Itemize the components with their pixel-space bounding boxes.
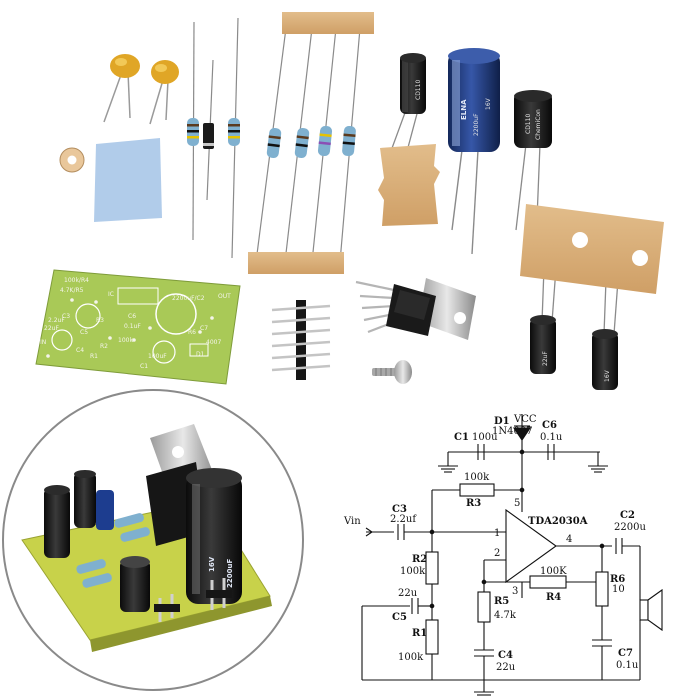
label-c6-value: 0.1u xyxy=(540,432,563,443)
label-r2-value: 100k xyxy=(400,566,426,577)
label-r6: R6 xyxy=(610,574,625,585)
label-c1-value: 100u xyxy=(472,432,498,443)
pcb-label: 100k xyxy=(118,337,133,344)
pcb-label: R2 xyxy=(100,343,108,350)
pcb-label: C3 xyxy=(62,313,70,320)
label-r6-value: 10 xyxy=(612,584,625,595)
label-c4-value: 22u xyxy=(496,662,516,673)
pcb-label: 4.7K/R5 xyxy=(60,287,84,294)
label-c4: C4 xyxy=(498,650,513,661)
label-r3-value: 100k xyxy=(464,472,490,483)
assembled-cap-value: 2200uF xyxy=(226,559,234,588)
pin-label: 3 xyxy=(512,586,518,597)
pcb-label: IN xyxy=(40,339,46,346)
pin-label: 1 xyxy=(494,528,500,539)
label-c7: C7 xyxy=(618,648,633,659)
label-r4: R4 xyxy=(546,592,561,603)
pin-header xyxy=(271,300,331,380)
circuit-schematic xyxy=(361,414,663,696)
label-vcc: VCC xyxy=(513,414,537,425)
label-c2-value: 2200u xyxy=(614,522,646,533)
label-c1: C1 xyxy=(454,432,469,443)
label-c3-value: 2.2uf xyxy=(390,514,417,525)
ceramic-capacitors xyxy=(103,54,179,125)
schematic-labels: D1 VCC 1N4007 C6 0.1u C1 100u 100k R3 C3… xyxy=(343,414,646,673)
pcb-label: C5 xyxy=(80,329,88,336)
label-vin: Vin xyxy=(343,516,361,527)
pin-label: 2 xyxy=(494,548,500,559)
pcb-label: 0.1uF xyxy=(124,323,141,330)
capacitor-large-blue: ELNA 2200uF 16V xyxy=(448,48,500,255)
label-r1-value: 100k xyxy=(398,652,424,663)
capacitor-small-black: CD110 xyxy=(378,53,440,226)
pcb-label: 100k/R4 xyxy=(64,277,89,284)
pcb-label: 2200uF/C2 xyxy=(172,295,205,302)
bottom-cap-b-voltage: 16V xyxy=(604,369,611,382)
pcb-label: R1 xyxy=(90,353,98,360)
bottom-cap-a-value: 22uF xyxy=(542,351,549,366)
big-cap-value: 2200uF xyxy=(473,113,480,136)
pcb-label: R6 xyxy=(188,329,196,336)
pcb-label: R3 xyxy=(96,317,104,324)
screw xyxy=(372,360,412,384)
tda2030a-chip xyxy=(355,278,476,340)
pcb-label: 4007 xyxy=(206,339,221,346)
label-c2: C2 xyxy=(620,510,635,521)
pcb-label: D1 xyxy=(196,351,205,358)
pcb-label: C4 xyxy=(76,347,84,354)
big-cap-voltage: 16V xyxy=(485,97,492,110)
medium-cap-code: CD110 xyxy=(525,114,532,134)
resistor-strip xyxy=(248,12,374,274)
label-ic: TDA2030A xyxy=(528,516,588,527)
assembled-board-inset: 2200uF 16V xyxy=(2,389,304,691)
pin-label: 4 xyxy=(566,534,572,545)
pcb-label: 22uF xyxy=(44,325,59,332)
label-d1-value: 1N4007 xyxy=(492,426,533,437)
label-r4-value: 100K xyxy=(540,566,567,577)
big-cap-brand: ELNA xyxy=(460,99,468,120)
label-c5: C5 xyxy=(392,612,407,623)
label-d1: D1 xyxy=(494,416,510,427)
pcb-label: C7 xyxy=(200,325,208,332)
pcb-label: C6 xyxy=(128,313,136,320)
bare-pcb: 100k/R4 4.7K/R5 2200uF/C2 OUT 22uF C5 C6… xyxy=(35,269,241,385)
label-r5: R5 xyxy=(494,596,509,607)
pcb-label: 2.2uF xyxy=(48,317,65,324)
label-r2: R2 xyxy=(412,554,427,565)
taped-capacitors: 22uF 16V xyxy=(520,204,664,390)
label-r5-value: 4.7k xyxy=(494,610,517,621)
pcb-label: IC xyxy=(108,291,114,298)
medium-cap-brand: ChemiCon xyxy=(535,109,542,140)
small-cap-marking: CD110 xyxy=(415,80,422,100)
label-c7-value: 0.1u xyxy=(616,660,639,671)
washer-and-insulator xyxy=(59,138,162,222)
label-r3: R3 xyxy=(466,498,481,509)
assembled-cap-voltage: 16V xyxy=(208,556,216,572)
label-c6: C6 xyxy=(542,420,557,431)
loose-resistors xyxy=(187,17,240,259)
capacitor-medium-black: ChemiCon CD110 xyxy=(514,90,552,245)
label-c3: C3 xyxy=(392,504,407,515)
pcb-label: 100uF xyxy=(148,353,167,360)
label-c5-value: 22u xyxy=(398,588,418,599)
pin-label: 5 xyxy=(514,498,520,509)
pcb-label: OUT xyxy=(218,293,231,300)
pcb-label: C1 xyxy=(140,363,148,370)
label-r1: R1 xyxy=(412,628,427,639)
